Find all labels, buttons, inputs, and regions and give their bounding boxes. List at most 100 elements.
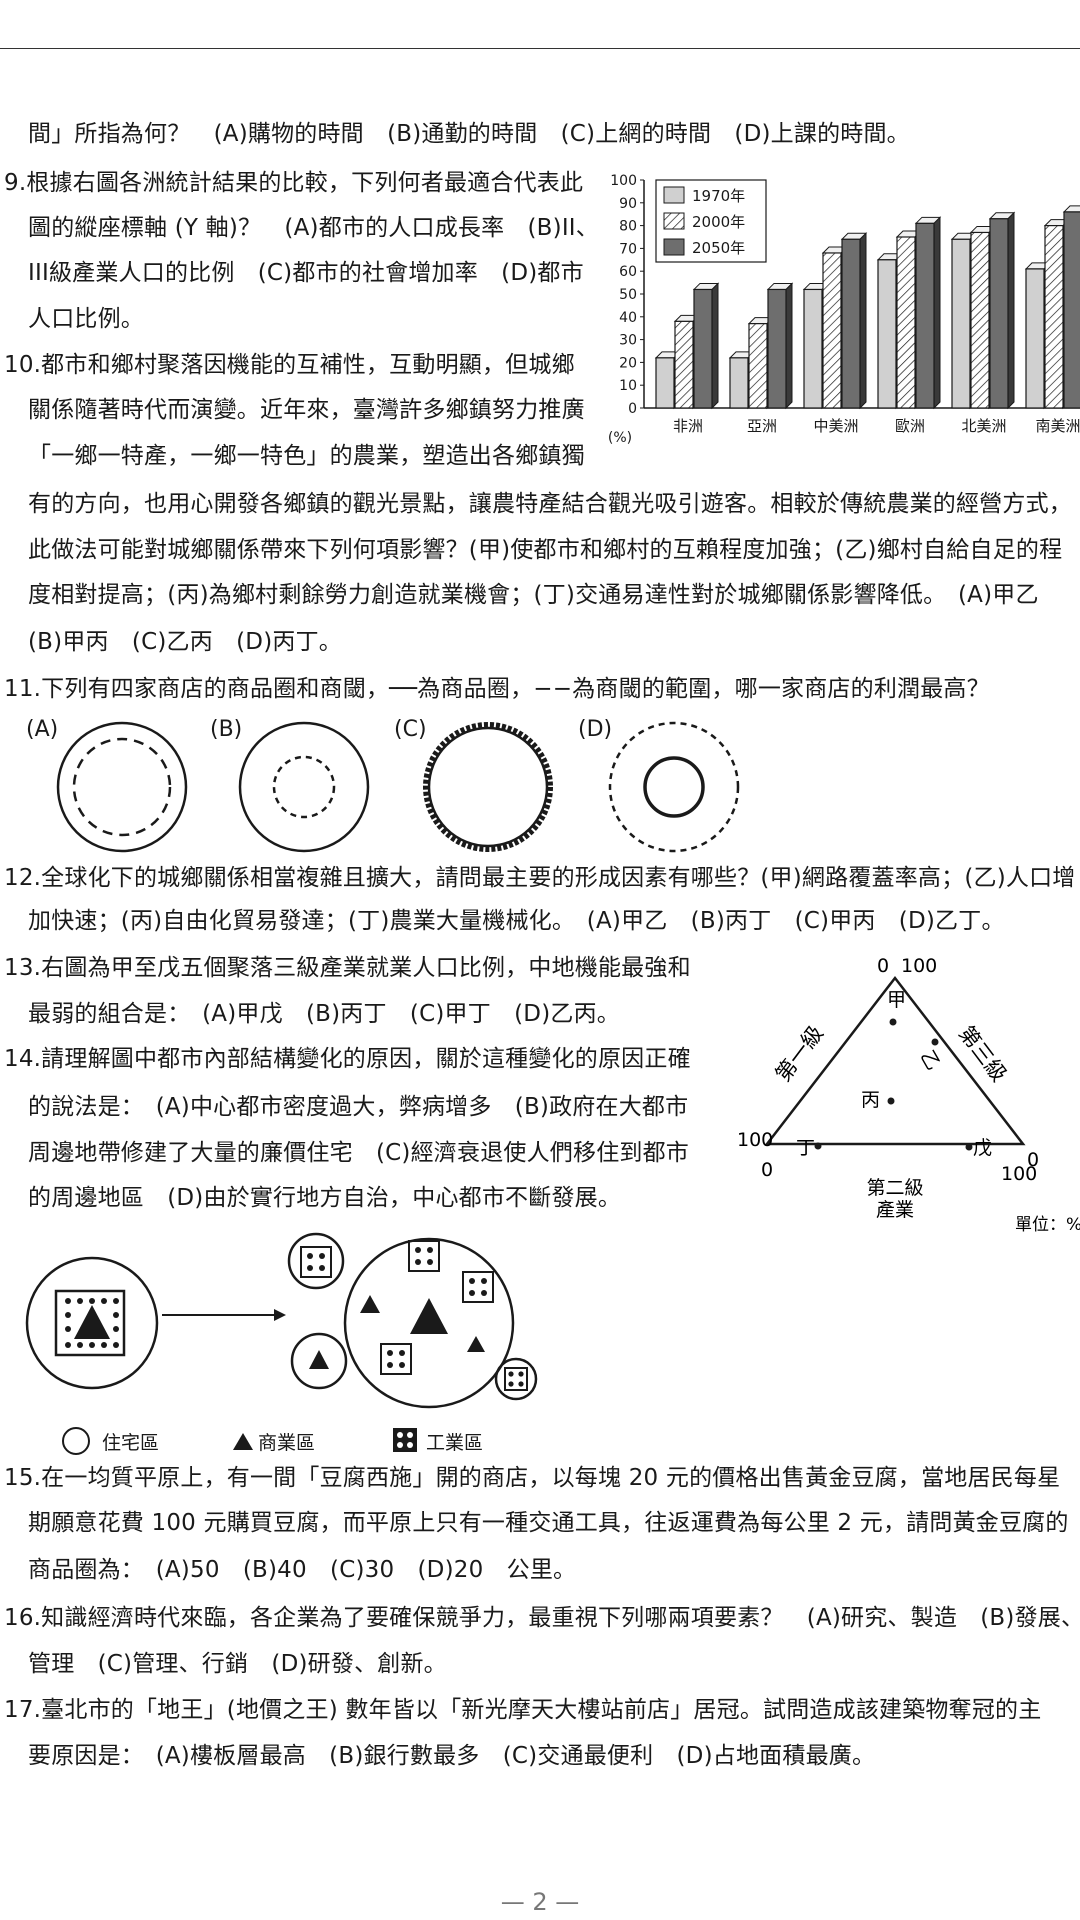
y-tick-label: 20: [619, 355, 637, 371]
text-line: 圖的縱座標軸 (Y 軸)？ (A)都市的人口成長率 (B)II、: [28, 215, 599, 241]
industrial-block: [462, 1271, 494, 1303]
top-label-100: 100: [901, 955, 937, 977]
y-tick-label: 10: [619, 378, 637, 394]
y-axis-label: (%): [608, 430, 632, 446]
x-tick-label: 北美洲: [961, 417, 1006, 435]
bar: [674, 320, 694, 409]
bar-chart-legend: 1970年 2000年 2050年: [655, 179, 767, 263]
y-tick-label: 100: [610, 173, 637, 189]
question-13: 13.右圖為甲至戊五個聚落三級產業就業人口比例，中地機能最強和: [4, 955, 691, 981]
svg-text:丙: 丙: [861, 1089, 880, 1111]
legend-swatch: [663, 238, 685, 256]
question-17: 17.臺北市的「地王」(地價之王) 數年皆以「新光摩天大樓站前店」居冠。試問造成…: [4, 1697, 1042, 1723]
urban-structure-diagram: [25, 1232, 538, 1409]
text-line: (B)甲丙 (C)乙丙 (D)丙丁。: [28, 629, 342, 655]
text-line: 此做法可能對城鄉關係帶來下列何項影響？(甲)使都市和鄉村的互賴程度加強；(乙)鄉…: [28, 537, 1063, 563]
legend-commercial: 商業區: [258, 1432, 316, 1454]
bar: [1044, 224, 1064, 409]
x-tick-label: 歐洲: [895, 417, 925, 435]
bar-chart-bars: [654, 205, 1080, 410]
question-15: 15.在一均質平原上，有一間「豆腐西施」開的商店，以每塊 20 元的價格出售黃金…: [4, 1465, 1061, 1491]
question-12: 12.全球化下的城鄉關係相當複雜且擴大，請問最主要的形成因素有哪些？(甲)網路覆…: [4, 865, 1076, 891]
bar: [729, 357, 749, 409]
ternary-diagram: 0 100 100 0 0 100 第二級 產業 單位：% 第一級 第三級 甲 …: [737, 955, 1080, 1235]
bar: [896, 236, 916, 409]
left-label-100: 100: [737, 1129, 773, 1151]
text-line: 加快速；(丙)自由化貿易發達；(丁)農業大量機械化。 (A)甲乙 (B)丙丁 (…: [28, 908, 1005, 934]
bottom-axis-label-2: 產業: [876, 1199, 914, 1221]
bar: [822, 252, 842, 409]
option-d-label: (D): [578, 717, 613, 742]
text-line: 有的方向，也用心開發各鄉鎮的觀光景點，讓農特產結合觀光吸引遊客。相較於傳統農業的…: [28, 491, 1072, 517]
text-line: 商品圈為： (A)50 (B)40 (C)30 (D)20 公里。: [28, 1557, 577, 1583]
legend-industrial: 工業區: [426, 1432, 484, 1454]
residential-icon: [62, 1427, 90, 1455]
svg-text:乙: 乙: [916, 1047, 945, 1074]
bar: [915, 222, 935, 409]
circle-c: [423, 722, 553, 852]
bar: [877, 259, 897, 409]
circle-d: [608, 721, 740, 853]
bar-side: [859, 232, 867, 410]
y-tick-label: 80: [619, 219, 637, 235]
bar-chart: 0102030405060708090100(%)非洲亞洲中美洲歐洲北美洲南美洲…: [608, 173, 1080, 446]
text-line: 期願意花費 100 元購買豆腐，而平原上只有一種交通工具，往返運費為每公里 2 …: [28, 1510, 1069, 1536]
bar: [951, 238, 971, 409]
bar: [655, 357, 675, 409]
y-tick-label: 70: [619, 241, 637, 257]
question-10: 10.都市和鄉村聚落因機能的互補性，互動明顯，但城鄉: [4, 352, 575, 378]
bar: [1025, 268, 1045, 409]
legend-swatch: [663, 186, 685, 204]
svg-text:甲: 甲: [887, 989, 906, 1011]
y-tick-label: 40: [619, 310, 637, 326]
bar: [693, 288, 713, 409]
y-tick-label: 90: [619, 196, 637, 212]
y-tick-label: 60: [619, 264, 637, 280]
text-line: 管理 (C)管理、行銷 (D)研發、創新。: [28, 1651, 447, 1677]
industrial-icon: [393, 1428, 417, 1452]
header-rule: [0, 48, 1080, 49]
y-tick-label: 50: [619, 287, 637, 303]
option-c-label: (C): [394, 717, 427, 742]
x-tick-label: 非洲: [673, 417, 703, 435]
x-tick-label: 亞洲: [747, 417, 777, 435]
circle-b: [238, 721, 370, 853]
bar-side: [711, 282, 719, 410]
point-bing: 丙: [861, 1089, 895, 1111]
text-line: 最弱的組合是： (A)甲戊 (B)丙丁 (C)甲丁 (D)乙丙。: [28, 1001, 620, 1027]
question-14: 14.請理解圖中都市內部結構變化的原因，關於這種變化的原因正確: [4, 1046, 691, 1072]
circle-a: [56, 721, 188, 853]
bar-side: [785, 282, 793, 410]
legend-entry: 1970年: [692, 187, 745, 205]
text-line: 要原因是： (A)樓板層最高 (B)銀行數最多 (C)交通最便利 (D)占地面積…: [28, 1743, 876, 1769]
legend-entry: 2050年: [692, 239, 745, 257]
question-11: 11.下列有四家商店的商品圈和商閾，──為商品圈，−−為商閾的範圍，哪一家商店的…: [4, 676, 990, 702]
svg-text:丁: 丁: [796, 1137, 815, 1159]
bar-top: [1062, 205, 1080, 213]
y-tick-label: 30: [619, 333, 637, 349]
point-yi: 乙: [916, 1038, 945, 1074]
text-line: 的周邊地區 (D)由於實行地方自治，中心都市不斷發展。: [28, 1185, 622, 1211]
unit-label: 單位：%: [1015, 1215, 1080, 1235]
right-label-0: 0: [1027, 1149, 1039, 1171]
x-tick-label: 中美洲: [813, 417, 858, 435]
option-b-label: (B): [210, 717, 243, 742]
text-line: 「一鄉一特產，一鄉一特色」的農業，塑造出各鄉鎮獨: [28, 443, 585, 469]
q11-circles: [56, 721, 740, 853]
point-jia: 甲: [887, 989, 906, 1026]
svg-text:戊: 戊: [973, 1137, 992, 1159]
bar-side: [1007, 211, 1015, 410]
legend-swatch: [663, 212, 685, 230]
bar: [1063, 211, 1080, 409]
right-side-label: 第三級: [954, 1021, 1011, 1086]
legend-entry: 2000年: [692, 213, 745, 231]
top-label-0: 0: [877, 955, 889, 977]
text-line: 關係隨著時代而演變。近年來，臺灣許多鄉鎮努力推廣: [28, 397, 585, 423]
question-9: 9.根據右圖各洲統計結果的比較，下列何者最適合代表此: [4, 170, 584, 196]
bar: [841, 238, 861, 409]
bar-side: [933, 216, 941, 410]
text-line: 的說法是： (A)中心都市密度過大，弊病增多 (B)政府在大都市: [28, 1094, 689, 1120]
page-number: — 2 —: [500, 1888, 580, 1916]
left-label-0: 0: [761, 1159, 773, 1181]
industrial-block: [408, 1240, 440, 1272]
